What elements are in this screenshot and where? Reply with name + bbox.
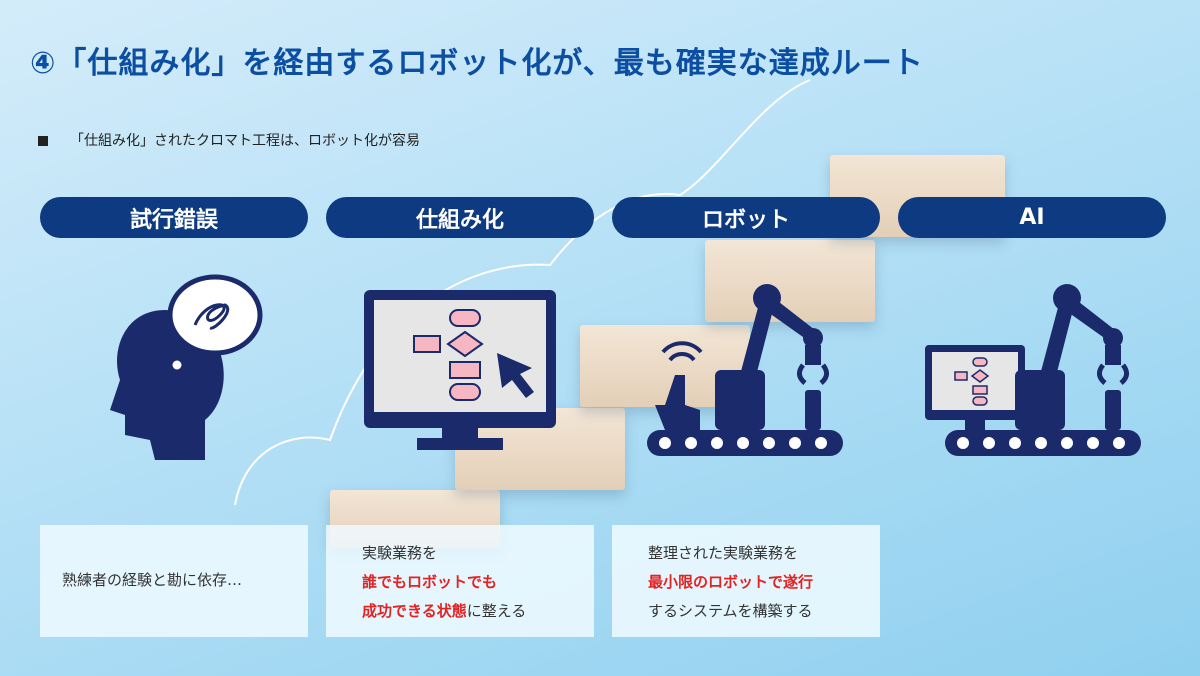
thinking-head-icon [110,274,263,460]
bullet-text: 「仕組み化」されたクロマト工程は、ロボット化が容易 [70,133,420,149]
description-line: するシステムを構築する [648,602,813,620]
description-line: 整理された実験業務を [648,544,799,562]
ai-robot-monitor-icon [925,284,1141,456]
description-systematization: 実験業務を 誰でもロボットでも 成功できる状態に整える [326,525,594,637]
description-highlight: 最小限のロボットで遂行 [648,573,814,591]
wood-block-4 [705,240,875,322]
description-line: に整える [466,602,527,620]
description-trial-and-error: 熟練者の経験と勘に依存… [40,525,308,637]
bullet-point: 「仕組み化」されたクロマト工程は、ロボット化が容易 [38,130,420,150]
robot-arm-conveyor-icon [647,284,843,456]
stage-ai: AI [898,197,1166,238]
page-title: ④「仕組み化」を経由するロボット化が、最も確実な達成ルート [30,46,924,81]
description-highlight: 成功できる状態 [362,602,467,620]
stage-robot: ロボット [612,197,880,238]
stage-systematization: 仕組み化 [326,197,594,238]
description-line: 熟練者の経験と勘に依存… [62,571,243,589]
stage-trial-and-error: 試行錯誤 [40,197,308,238]
bullet-square-icon [38,136,48,146]
description-robot: 整理された実験業務を 最小限のロボットで遂行 するシステムを構築する [612,525,880,637]
description-highlight: 誰でもロボットでも [362,573,498,591]
flowchart-monitor-icon [364,290,556,450]
description-line: 実験業務を [362,544,438,562]
